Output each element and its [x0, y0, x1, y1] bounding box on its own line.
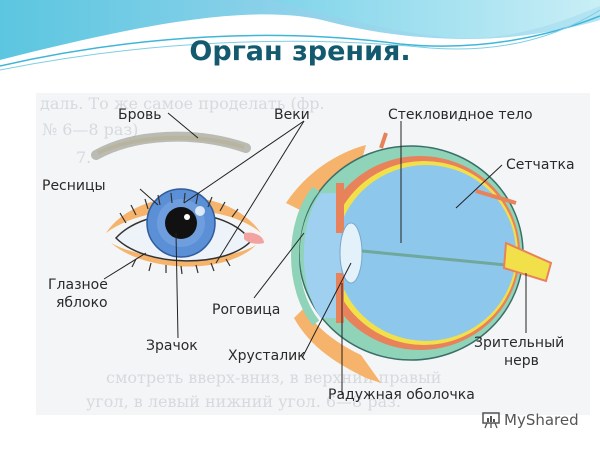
label-eyelashes: Ресницы: [42, 178, 106, 194]
svg-text:даль. То же самое проделать (ф: даль. То же самое проделать (фр.: [40, 94, 325, 113]
svg-text:смотреть вверх-вниз, в верхний: смотреть вверх-вниз, в верхний правый: [106, 368, 441, 387]
header-wave-decoration: [0, 0, 600, 71]
svg-text:7.: 7.: [76, 148, 91, 167]
label-eyeball-line2: яблоко: [56, 295, 108, 311]
watermark-text: MyShared: [504, 411, 579, 429]
slide-title: Орган зрения.: [189, 36, 411, 67]
label-eyebrow: Бровь: [118, 107, 162, 123]
svg-text:№ 6—8 раз): № 6—8 раз): [42, 120, 138, 139]
label-eyelids: Веки: [274, 107, 310, 123]
eye-diagram-graphics: даль. То же самое проделать (фр. № 6—8 р…: [40, 94, 553, 411]
presentation-chart-icon: [482, 412, 500, 429]
label-optic-nerve-line1: Зрительный: [474, 335, 565, 351]
label-iris: Радужная оболочка: [328, 387, 475, 403]
watermark: MyShared: [482, 411, 579, 429]
label-lens: Хрусталик: [228, 348, 306, 364]
label-vitreous-body: Стекловидное тело: [388, 107, 533, 123]
label-pupil: Зрачок: [146, 338, 198, 354]
external-eye-illustration: [91, 131, 264, 275]
svg-text:угол, в левый нижний угол. 6—8: угол, в левый нижний угол. 6—8 раз.: [86, 392, 401, 411]
label-cornea: Роговица: [212, 302, 281, 318]
eye-cross-section-illustration: [286, 132, 553, 383]
label-retina: Сетчатка: [506, 157, 575, 173]
label-optic-nerve-line2: нерв: [504, 353, 539, 369]
label-eyeball-line1: Глазное: [48, 277, 108, 293]
eye-anatomy-figure: даль. То же самое проделать (фр. № 6—8 р…: [36, 93, 590, 415]
